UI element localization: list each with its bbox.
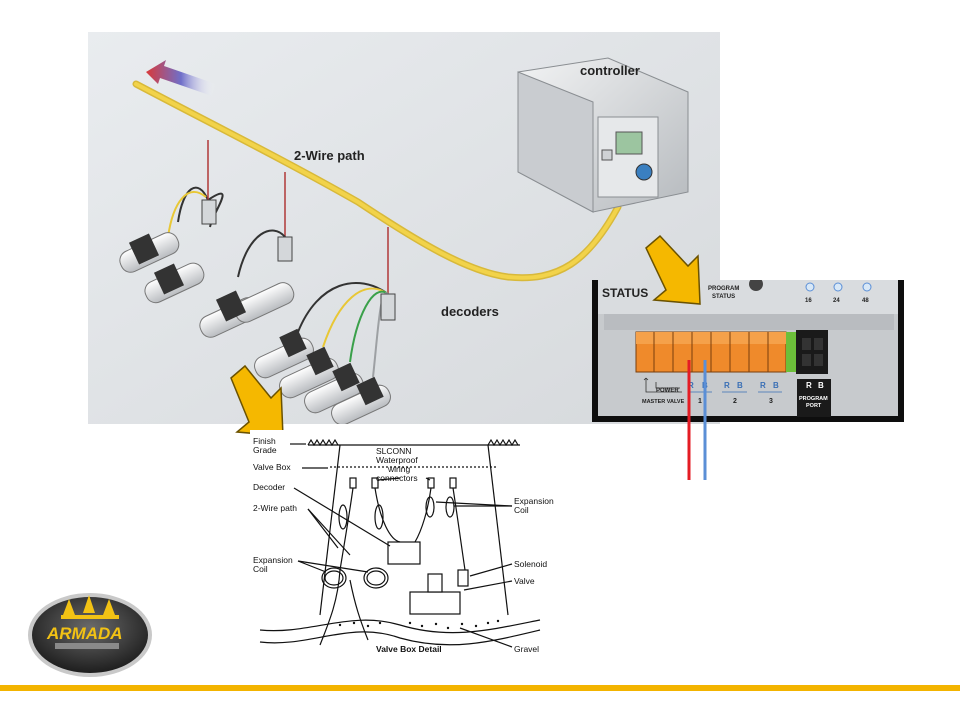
waterproof-label-1: Waterproof <box>376 455 418 465</box>
gravel-label: Gravel <box>514 644 539 654</box>
solenoid-label: Solenoid <box>514 559 547 569</box>
decoder-label: Decoder <box>253 482 285 492</box>
valve-label: Valve <box>514 576 535 586</box>
yellow-arrow-icon <box>645 234 701 305</box>
valve-box-detail-caption: Valve Box Detail <box>376 644 442 654</box>
rb-label-b4: B <box>818 381 824 390</box>
power-label: POWER <box>656 388 679 394</box>
rb-label-b3: B <box>773 381 779 390</box>
two-wire-path-label: 2-Wire path <box>294 148 365 163</box>
vent-ridges <box>604 314 894 330</box>
ship-icon <box>61 595 119 619</box>
armada-logo: ARMADA <box>28 593 152 677</box>
program-port-label-box <box>797 379 831 417</box>
decoder-group-1 <box>119 140 224 304</box>
decoders-label: decoders <box>441 304 499 319</box>
knob-icon <box>749 280 763 291</box>
decoder-group-3 <box>254 227 396 424</box>
waterproof-label-2: wiring <box>387 464 410 474</box>
yellow-arrow-icon <box>230 364 284 437</box>
program-status-label-2: STATUS <box>712 294 735 300</box>
led-label-24: 24 <box>833 298 840 304</box>
two-wire-leads <box>687 360 707 480</box>
rb-label-r3: R <box>760 381 766 390</box>
expansion-coil-left-label-1: Expansion <box>253 555 293 565</box>
group-number-1: 1 <box>698 398 702 405</box>
status-label: STATUS <box>602 286 648 300</box>
decoder-group-2 <box>199 172 295 338</box>
terminal-block <box>635 331 796 373</box>
rb-label-r4: R <box>806 381 812 390</box>
program-port-socket <box>796 330 828 374</box>
program-port-label-2: PORT <box>806 403 822 409</box>
expansion-coil-left-label-2: Coil <box>253 564 268 574</box>
program-port-label-1: PROGRAM <box>799 396 828 402</box>
finish-grade-label-1: Finish <box>253 436 276 446</box>
controller-label: controller <box>580 63 640 78</box>
direction-arrow-icon <box>146 60 216 96</box>
status-leds <box>805 282 872 292</box>
slconn-label: SLCONN <box>376 446 411 456</box>
waterproof-label-3: connectors <box>376 473 418 483</box>
two-wire-path-detail-label: 2-Wire path <box>253 503 297 513</box>
rb-label-r1: R <box>688 381 694 390</box>
controller-cabinet <box>517 57 689 213</box>
group-number-3: 3 <box>769 398 773 405</box>
led-label-48: 48 <box>862 298 869 304</box>
two-wire-system-diagram: controller 2-Wire path decoders <box>88 32 720 424</box>
program-status-label-1: PROGRAM <box>708 286 739 292</box>
controller-terminal-panel: STATUS PROGRAM STATUS 16 24 48 R B R B R… <box>592 280 904 422</box>
valve-box-detail-diagram: Finish Grade Valve Box Decoder 2-Wire pa… <box>250 430 572 670</box>
valve-box-label: Valve Box <box>253 462 291 472</box>
rb-label-b2: B <box>737 381 743 390</box>
footer-accent-bar <box>0 685 960 691</box>
expansion-coil-right-label-2: Coil <box>514 505 529 515</box>
master-valve-label: MASTER VALVE <box>642 399 685 405</box>
expansion-coil-right-label-1: Expansion <box>514 496 554 506</box>
finish-grade-label-2: Grade <box>253 445 277 455</box>
power-bracket <box>643 377 782 393</box>
logo-text: ARMADA <box>46 624 123 643</box>
rb-label-r2: R <box>724 381 730 390</box>
led-label-16: 16 <box>805 298 812 304</box>
group-number-2: 2 <box>733 398 737 405</box>
